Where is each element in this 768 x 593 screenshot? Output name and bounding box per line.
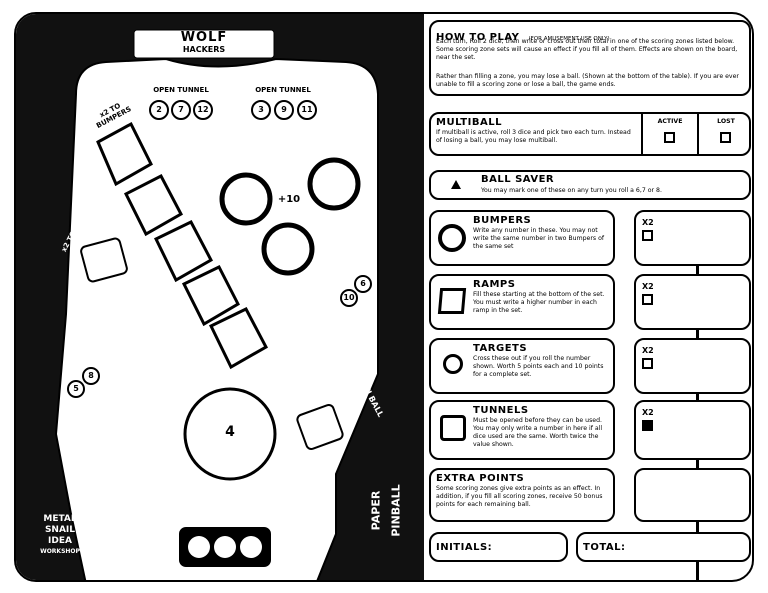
open-tunnel-left-label: OPEN TUNNEL <box>153 86 209 94</box>
multiball-lost-label: LOST <box>717 118 735 125</box>
how-to-play-box: HOW TO PLAY (FOR AMUSEMENT USE ONLY) Eac… <box>429 20 751 96</box>
bumpers-x2-checkbox[interactable] <box>642 230 653 241</box>
ramps-x2-checkbox[interactable] <box>642 294 653 305</box>
target-value[interactable]: 5 <box>73 384 79 393</box>
logo-line: IDEA <box>48 536 72 546</box>
bumpers-x2-label: X2 <box>642 218 654 227</box>
spinner-value: 4 <box>225 424 235 440</box>
extra-points-title: EXTRA POINTS <box>436 473 525 484</box>
tunnel-right-value[interactable]: 9 <box>281 105 287 114</box>
multiball-box: MULTIBALL If multiball is active, roll 3… <box>429 112 751 156</box>
tunnel-left-value[interactable]: 7 <box>178 105 184 114</box>
tunnel-right-value[interactable]: 11 <box>301 105 313 114</box>
pinball-board: WOLF HACKERS OPEN TUNNEL OPEN TUNNEL 2 7… <box>16 14 424 580</box>
logo-line: WORKSHOP <box>40 548 80 555</box>
ball-saver-text: You may mark one of these on any turn yo… <box>481 187 662 194</box>
bumper-icon <box>438 224 466 252</box>
how-to-play-text-1: Each turn, Roll 2 dice, then write or cr… <box>436 38 738 61</box>
game-title: WOLF <box>180 30 228 45</box>
extra-points-score-box[interactable] <box>634 468 751 522</box>
multiball-active-label: ACTIVE <box>657 118 683 125</box>
extra-points-text: Some scoring zones give extra points as … <box>436 485 603 508</box>
tunnels-box: TUNNELS Must be opened before they can b… <box>429 400 615 460</box>
tunnel-boxes <box>80 237 344 451</box>
ramps-title: RAMPS <box>473 279 516 290</box>
bumpers-title: BUMPERS <box>473 215 532 226</box>
bumpers-text: Write any number in these. You may not w… <box>473 227 605 250</box>
extra-points-box: EXTRA POINTS Some scoring zones give ext… <box>429 468 615 522</box>
tunnels-text: Must be opened before they can be used. … <box>473 417 603 448</box>
game-sheet: WOLF HACKERS OPEN TUNNEL OPEN TUNNEL 2 7… <box>14 12 754 582</box>
game-subtitle: HACKERS <box>182 45 226 54</box>
ramps-text: Fill these starting at the bottom of the… <box>473 291 605 314</box>
open-tunnel-right-label: OPEN TUNNEL <box>255 86 311 94</box>
bonus-points-label: +10 <box>277 194 301 205</box>
target-icon <box>443 354 463 374</box>
targets-x2-label: X2 <box>642 346 654 355</box>
target-value[interactable]: 6 <box>360 279 366 288</box>
multiball-text: If multiball is active, roll 3 dice and … <box>436 129 631 144</box>
total-label: TOTAL: <box>583 542 626 553</box>
tunnels-title: TUNNELS <box>473 405 529 416</box>
initials-box[interactable]: INITIALS: <box>429 532 568 562</box>
total-box[interactable]: TOTAL: <box>576 532 751 562</box>
tunnels-x2-checkbox[interactable] <box>642 420 653 431</box>
ramps-x2-label: X2 <box>642 282 654 291</box>
ramps-box: RAMPS Fill these starting at the bottom … <box>429 274 615 330</box>
how-to-play-text-2: Rather than filling a zone, you may lose… <box>436 73 739 88</box>
initials-label: INITIALS: <box>436 542 493 553</box>
multiball-title: MULTIBALL <box>436 117 502 128</box>
target-value[interactable]: 10 <box>343 293 355 302</box>
bumpers-box: BUMPERS Write any number in these. You m… <box>429 210 615 266</box>
how-to-play-title: HOW TO PLAY <box>436 32 520 43</box>
tunnel-left-value[interactable]: 12 <box>197 105 209 114</box>
targets-title: TARGETS <box>473 343 528 354</box>
targets-x2-checkbox[interactable] <box>642 358 653 369</box>
bumpers-score-box[interactable]: X2 <box>634 210 751 266</box>
triangle-icon <box>451 180 461 189</box>
multiball-lost-checkbox[interactable] <box>720 132 731 143</box>
spinner-wheel <box>183 387 277 481</box>
ramp-icon <box>437 288 467 314</box>
logo-line: METAL <box>43 514 77 524</box>
how-to-play-note: (FOR AMUSEMENT USE ONLY) <box>528 36 610 42</box>
board-artwork <box>54 29 379 580</box>
tunnel-icon <box>440 415 466 441</box>
tunnels-score-box[interactable]: X2 <box>634 400 751 460</box>
balls-remaining-label: BALLS REMAINING <box>189 511 263 519</box>
target-value[interactable]: 8 <box>88 371 94 380</box>
multiball-active-checkbox[interactable] <box>664 132 675 143</box>
pinball-label: PINBALL <box>389 484 403 537</box>
tunnels-x2-label: X2 <box>642 408 654 417</box>
paper-label: PAPER <box>369 490 383 531</box>
bumper-shapes <box>219 157 361 276</box>
logo-line: SNAIL <box>44 525 76 535</box>
ball-saver-box: BALL SAVER You may mark one of these on … <box>429 170 751 200</box>
ramps-score-box[interactable]: X2 <box>634 274 751 330</box>
targets-score-box[interactable]: X2 <box>634 338 751 394</box>
rules-panel: HOW TO PLAY (FOR AMUSEMENT USE ONLY) Eac… <box>426 14 752 580</box>
ball-saver-title: BALL SAVER <box>481 174 555 185</box>
targets-text: Cross these out if you roll the number s… <box>473 355 604 378</box>
tunnel-left-value[interactable]: 2 <box>156 105 162 114</box>
tunnel-right-value[interactable]: 3 <box>258 105 264 114</box>
targets-box: TARGETS Cross these out if you roll the … <box>429 338 615 394</box>
ramp-shapes <box>96 121 269 370</box>
